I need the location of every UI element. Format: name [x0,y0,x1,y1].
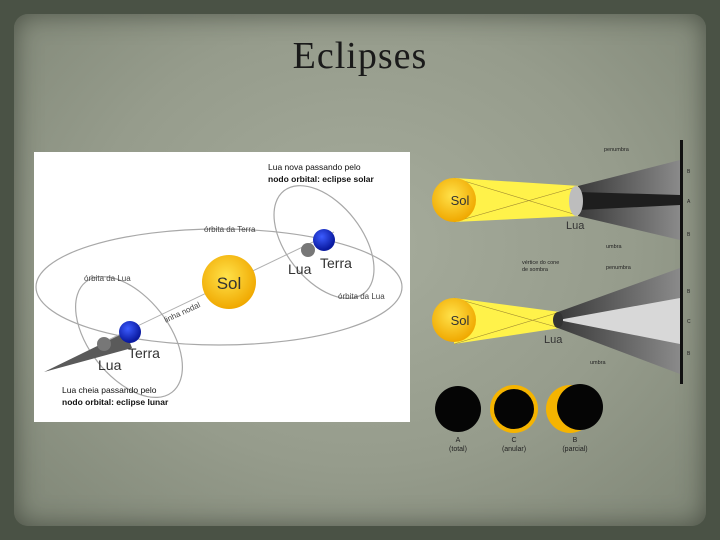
ray-top-b [453,185,581,223]
ray-bottom-b [453,311,561,345]
moon-orbit-right-label: órbita da Lua [338,292,385,301]
projection-screen [680,140,683,384]
edge-label-bottom-1: B [687,289,691,295]
vertex-label-line1: vértice do cone [522,260,559,266]
eclipse-type-desc-c: (anular) [502,446,526,453]
ray-top-a [453,177,581,217]
edge-label-top-2: A [687,199,691,205]
umbra-bottom-label: umbra [590,360,607,366]
umbra-top-label: umbra [606,244,623,250]
moon-bottom-label: Lua [98,357,122,373]
sun-circle [202,255,256,309]
penumbra-top-label: penumbra [604,147,630,153]
orbit-diagram: Sol Terra Lua Terra Lua órbita da Terra … [35,162,403,407]
earth-bottom-label: Terra [128,345,160,361]
sun-bottom-label: Sol [451,313,470,328]
node-line-label: linha nodal [163,300,202,325]
sun-bottom-circle [432,298,476,342]
eclipse-total-disc [435,386,481,432]
eclipse-type-letter-b: B [573,437,578,444]
sun-top-circle [432,178,476,222]
eclipse-type-letter-a: A [456,437,461,444]
earth-top-label: Terra [320,255,352,271]
penumbra-bottom-label: penumbra [606,265,632,271]
lunar-caption-line2: nodo orbital: eclipse lunar [62,397,169,407]
moon-orbit-left-label: órbita da Lua [84,274,131,283]
shadow-cone-diagram: Sol Lua Sol Lua penumbra umbra vértice d… [432,140,691,384]
sun-label: Sol [217,274,242,293]
antumbra-bottom [558,298,680,344]
earth-top-circle [313,229,335,251]
solar-caption-line1: Lua nova passando pelo [268,162,361,172]
eclipse-partial-disc [557,384,603,430]
solar-caption-line2: nodo orbital: eclipse solar [268,174,374,184]
earth-bottom-circle [119,321,141,343]
edge-label-top-3: B [687,232,691,238]
moon-bottom-label: Lua [544,334,563,346]
eclipse-type-desc-a: (total) [449,446,467,453]
edge-label-bottom-3: B [687,351,691,357]
moon-top-label: Lua [566,220,585,232]
eclipse-annular-disc [494,389,534,429]
eclipse-types: A (total) C (anular) B (parcial) [435,384,603,453]
sun-top-label: Sol [451,193,470,208]
earth-orbit [35,228,403,346]
sunlight-beam-top [454,178,580,222]
ray-bottom-a [453,297,561,329]
eclipse-type-letter-c: C [511,437,516,444]
moon-top-label: Lua [288,261,312,277]
eclipse-type-desc-b: (parcial) [562,446,587,453]
earth-orbit-label: órbita da Terra [204,225,256,234]
umbra-top [578,192,680,210]
moon-orbit-bottom [75,275,183,399]
vertex-label-line2: de sombra [522,267,549,273]
moon-bottom-circle [97,337,111,351]
moon-orbit-top [273,185,375,299]
edge-label-bottom-2: C [687,319,691,325]
moon-top-body [569,186,583,216]
moon-bottom-body [553,312,563,328]
edge-label-top-1: B [687,169,691,175]
sunlight-beam-bottom [454,298,560,344]
moon-top-circle [301,243,315,257]
orbit-diagram-panel: Sol Terra Lua Terra Lua órbita da Terra … [34,152,410,422]
lunar-caption-line1: Lua cheia passando pelo [62,385,157,395]
slide-title: Eclipses [292,35,428,77]
